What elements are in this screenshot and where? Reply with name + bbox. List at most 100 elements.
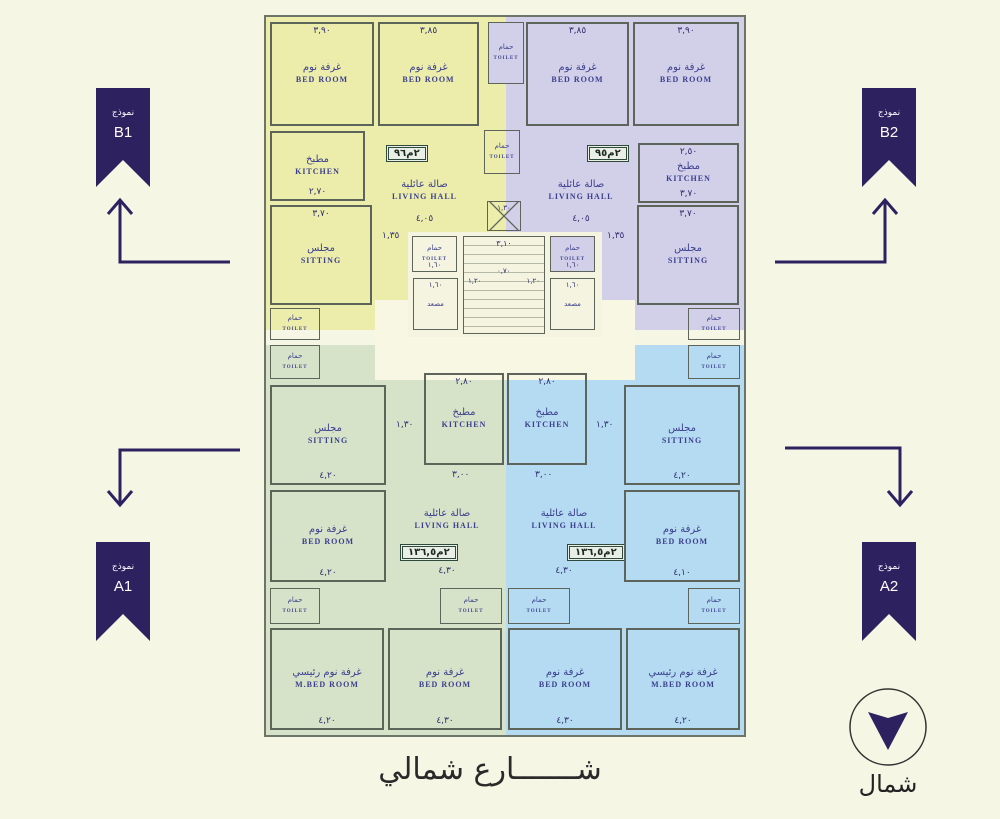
dimension: ٤,٢٠ (319, 568, 337, 578)
room-label-en: TOILET (493, 56, 519, 61)
dimension: ١,٦٠ (565, 281, 580, 289)
room-label-ar: غرفة نوم (302, 62, 342, 73)
room-label-en: LIVING HALL (531, 521, 597, 531)
room-label-ar: غرفة نوم (545, 667, 585, 678)
room-label-ar: حمام (463, 596, 479, 604)
dimension: ٣,٠٠ (535, 470, 553, 480)
area-badge: ٢م٩٦ (386, 145, 428, 162)
model-label: نموذج (877, 562, 901, 572)
room-label-ar: صالة عائلية (423, 508, 471, 520)
room-label-ar: غرفة نوم (308, 524, 348, 535)
room-label-ar: مجلس (307, 243, 335, 254)
room-label-ar: غرفة نوم (558, 62, 597, 73)
room-label-ar: حمام (287, 314, 303, 322)
room-label-en: BED ROOM (295, 75, 349, 84)
room-label-en: TOILET (701, 365, 727, 370)
b2-bedroom-1: ٣,٨٥ غرفة نوم BED ROOM (526, 22, 629, 126)
room-label-en: BED ROOM (659, 75, 713, 84)
room-label-ar: حمام (706, 596, 722, 604)
dimension: ٣,١٠ (496, 239, 512, 248)
unit-a1-zone (266, 345, 506, 735)
model-code: B2 (879, 124, 899, 141)
room-label-en: TOILET (489, 155, 515, 160)
room-label-en: BED ROOM (402, 75, 455, 84)
a1-toilet-3: حمام TOILET (440, 588, 502, 624)
area-badge: ٢م١٣٦,٥ (567, 544, 625, 561)
room-label-en: SITTING (667, 256, 709, 265)
room-label-en: TOILET (282, 365, 308, 370)
model-label: نموذج (111, 562, 135, 572)
room-label-en: LIVING HALL (414, 521, 480, 531)
room-label-ar: غرفة نوم (666, 62, 706, 73)
room-label-ar: مطبخ (452, 407, 476, 418)
ribbon-b2: نموذج B2 (862, 88, 916, 187)
room-label-en: TOILET (421, 257, 448, 262)
room-label-ar: غرفة نوم رئيسي (292, 667, 362, 678)
dimension: ١,٣٥ (382, 231, 400, 241)
dimension: ٤,١٠ (673, 568, 691, 578)
room-label-en: M.BED ROOM (651, 680, 715, 689)
room-label-en: TOILET (458, 609, 484, 614)
room-label-en: KITCHEN (295, 167, 340, 176)
arrow-b2-icon (775, 197, 899, 264)
dimension: ٤,٣٠ (556, 716, 574, 726)
room-label-en: BED ROOM (551, 75, 604, 84)
room-label-ar: غرفة نوم (409, 62, 448, 73)
room-label-ar: غرفة نوم (425, 667, 465, 678)
dimension: ٢,٨٠ (538, 377, 556, 387)
room-label-en: KITCHEN (666, 174, 711, 183)
dimension: ٣,٨٥ (568, 26, 587, 36)
dimension: ٢,٥٠ (679, 147, 698, 157)
room-label-ar: مجلس (668, 423, 696, 434)
ribbon-b1: نموذج B1 (96, 88, 150, 187)
dimension: ٤,٣٠ (555, 566, 573, 576)
room-label-en: LIVING HALL (548, 191, 614, 201)
dimension: ١,٣٥ (607, 231, 625, 241)
dimension: ٣,٧٠ (312, 209, 330, 219)
street-label: شـــــــارع شمالي (378, 752, 602, 787)
dimension: ٤,٢٠ (318, 716, 336, 726)
dimension: ٢,٨٠ (455, 377, 473, 387)
elevator-left: ١,٦٠ مصعد (413, 278, 458, 330)
dimension: ٤,٣٠ (436, 716, 454, 726)
a1-bedroom-2: غرفة نوم BED ROOM ٤,٣٠ (388, 628, 502, 730)
room-label-ar: غرفة نوم (662, 524, 702, 535)
room-label-en: TOILET (559, 257, 586, 262)
dimension: ١,٣٠ (396, 420, 414, 430)
room-label-en: BED ROOM (418, 680, 472, 689)
room-label-ar: صالة عائلية (540, 508, 588, 520)
ribbon-a1: نموذج A1 (96, 542, 150, 641)
model-code: A1 (113, 578, 133, 595)
dimension: ٣,٠٠ (452, 470, 470, 480)
b1-bedroom-2: ٣,٨٥ غرفة نوم BED ROOM (378, 22, 479, 126)
room-label-ar: مطبخ (535, 407, 559, 418)
room-label-en: KITCHEN (441, 420, 487, 429)
dimension: ٣,٨٥ (419, 26, 438, 36)
room-label-en: LIVING HALL (391, 191, 457, 201)
dimension: ٠,٧٠ (497, 267, 511, 275)
room-label-ar: حمام (531, 596, 547, 604)
building-outline (264, 15, 746, 737)
